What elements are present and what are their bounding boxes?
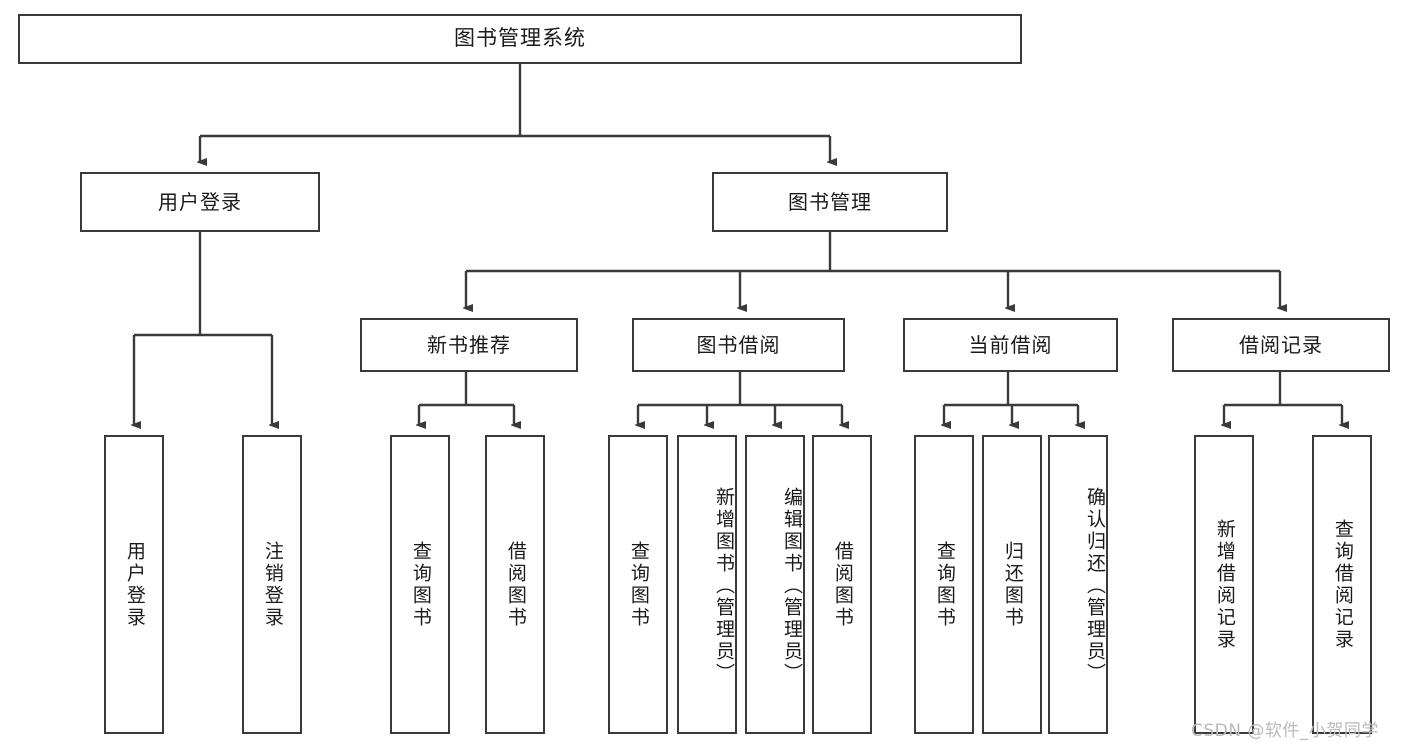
node-current-borrowing[interactable]: 当前借阅 bbox=[903, 318, 1118, 372]
node-new-book-recommendation[interactable]: 新书推荐 bbox=[360, 318, 578, 372]
node-label: 借阅图书 bbox=[831, 540, 854, 629]
node-label: 查询图书 bbox=[627, 540, 650, 629]
node-label: 用户登录 bbox=[123, 540, 146, 629]
node-label: 编辑图书（管理员） bbox=[781, 486, 803, 685]
node-label: 查询借阅记录 bbox=[1331, 518, 1354, 651]
csdn-watermark: CSDN @软件_小贺同学 bbox=[1191, 721, 1379, 741]
node-borrowing-records[interactable]: 借阅记录 bbox=[1172, 318, 1390, 372]
node-label: 新增借阅记录 bbox=[1213, 518, 1236, 651]
node-label: 新书推荐 bbox=[427, 333, 511, 357]
node-label: 注销登录 bbox=[261, 540, 284, 629]
node-leaf-query-books-current[interactable]: 查询图书 bbox=[914, 435, 974, 734]
node-label: 图书管理 bbox=[788, 190, 872, 214]
node-leaf-user-login[interactable]: 用户登录 bbox=[104, 435, 164, 734]
node-label: 查询图书 bbox=[409, 540, 432, 629]
node-leaf-add-borrow-record[interactable]: 新增借阅记录 bbox=[1194, 435, 1254, 734]
node-leaf-query-borrow-record[interactable]: 查询借阅记录 bbox=[1312, 435, 1372, 734]
node-leaf-query-books-new[interactable]: 查询图书 bbox=[390, 435, 450, 734]
node-label: 归还图书 bbox=[1001, 540, 1024, 629]
node-book-management[interactable]: 图书管理 bbox=[712, 172, 948, 232]
node-label: 查询图书 bbox=[933, 540, 956, 629]
node-leaf-edit-book-admin[interactable]: 编辑图书（管理员） bbox=[745, 435, 805, 734]
node-leaf-logout[interactable]: 注销登录 bbox=[242, 435, 302, 734]
node-label: 用户登录 bbox=[158, 190, 242, 214]
node-label: 确认归还（管理员） bbox=[1084, 486, 1106, 685]
node-root-system[interactable]: 图书管理系统 bbox=[18, 14, 1022, 64]
node-leaf-confirm-return-admin[interactable]: 确认归还（管理员） bbox=[1048, 435, 1108, 734]
node-label: 图书管理系统 bbox=[454, 26, 586, 51]
node-leaf-query-books-borrow[interactable]: 查询图书 bbox=[608, 435, 668, 734]
node-user-login[interactable]: 用户登录 bbox=[80, 172, 320, 232]
node-label: 当前借阅 bbox=[968, 333, 1053, 357]
node-label: 图书借阅 bbox=[696, 333, 781, 357]
node-leaf-return-books[interactable]: 归还图书 bbox=[982, 435, 1042, 734]
node-leaf-borrow-books-new[interactable]: 借阅图书 bbox=[485, 435, 545, 734]
node-book-borrowing[interactable]: 图书借阅 bbox=[632, 318, 845, 372]
node-leaf-add-book-admin[interactable]: 新增图书（管理员） bbox=[677, 435, 737, 734]
node-label: 借阅记录 bbox=[1239, 333, 1323, 357]
node-leaf-borrow-books[interactable]: 借阅图书 bbox=[812, 435, 872, 734]
node-label: 新增图书（管理员） bbox=[713, 486, 735, 685]
node-label: 借阅图书 bbox=[504, 540, 527, 629]
